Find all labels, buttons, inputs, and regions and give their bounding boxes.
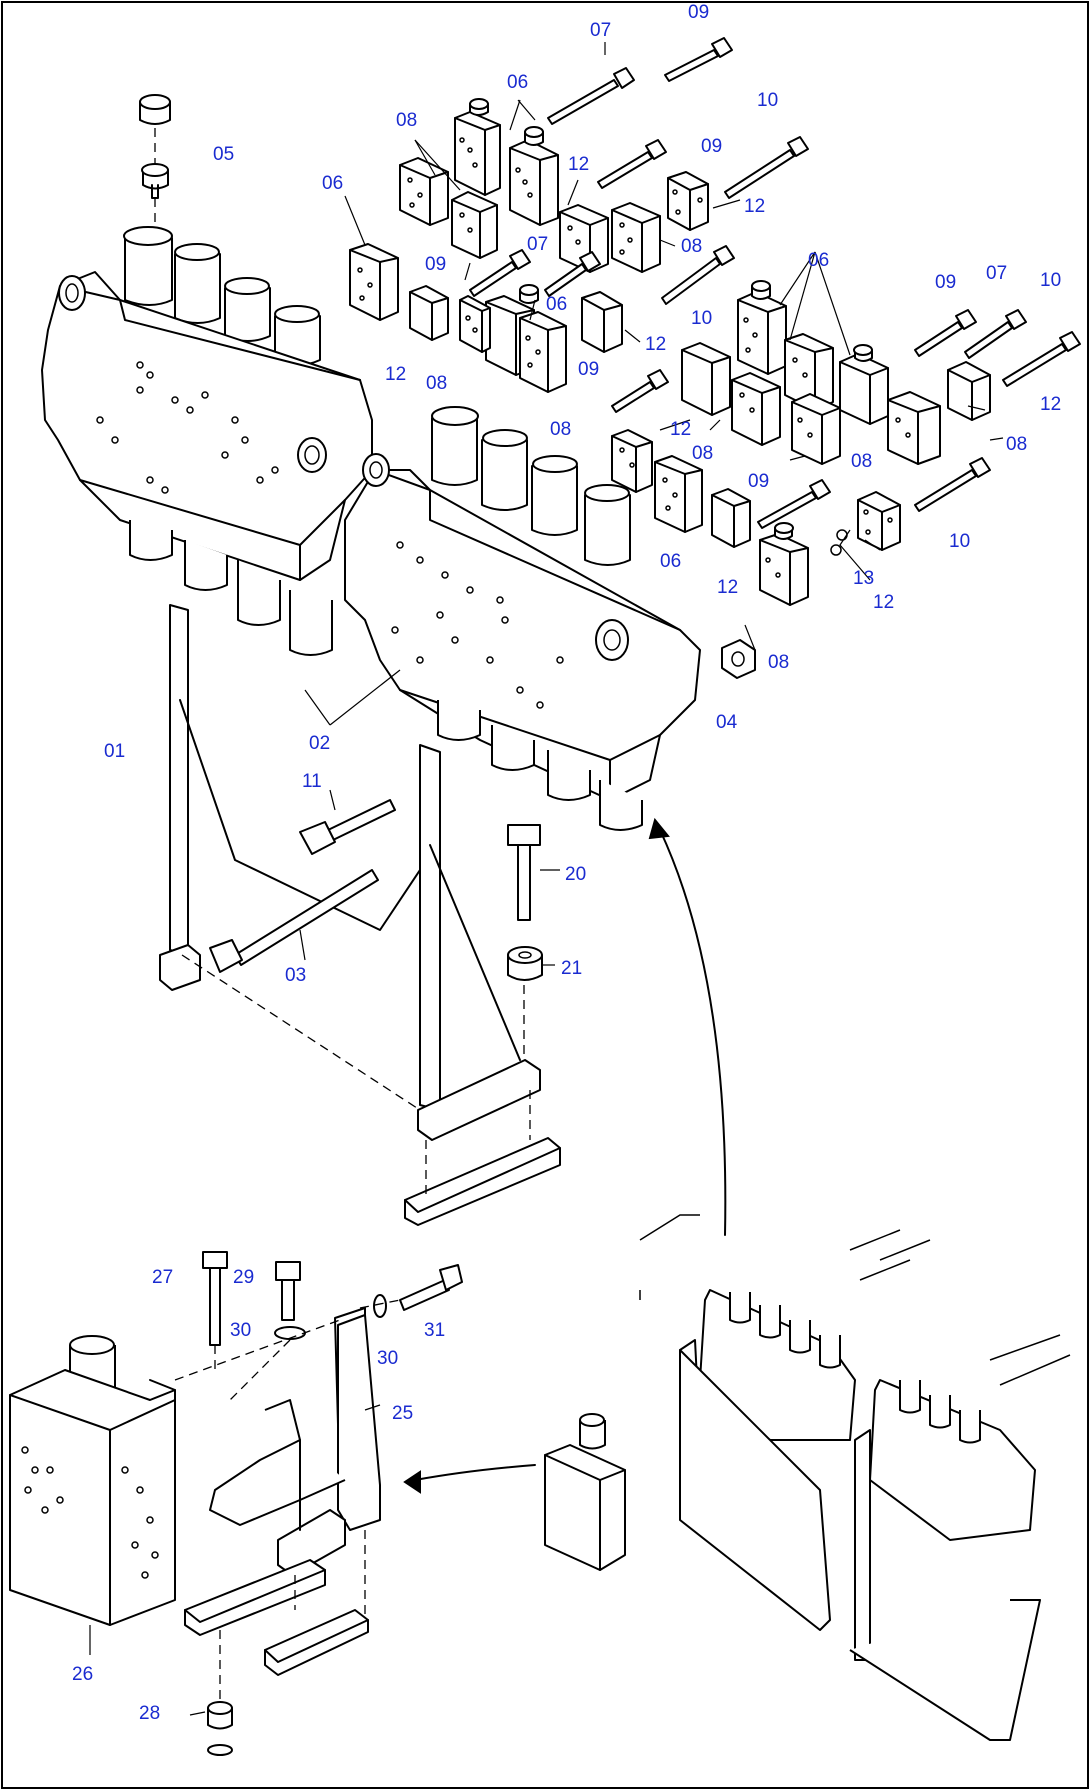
- callout-08: 08: [692, 443, 713, 464]
- lower-bracket-assembly: [174, 1251, 463, 1756]
- callout-01: 01: [104, 741, 125, 762]
- direction-arrows: [403, 817, 727, 1494]
- callout-08: 08: [396, 110, 417, 131]
- callout-07: 07: [590, 20, 611, 41]
- callout-27: 27: [152, 1267, 173, 1288]
- callout-08: 08: [851, 451, 872, 472]
- callout-31: 31: [424, 1320, 445, 1341]
- callout-12: 12: [568, 154, 589, 175]
- callout-30: 30: [377, 1348, 398, 1369]
- callout-06: 06: [660, 551, 681, 572]
- callout-30: 30: [230, 1320, 251, 1341]
- callout-12: 12: [1040, 394, 1061, 415]
- callout-12: 12: [744, 196, 765, 217]
- callout-06: 06: [322, 173, 343, 194]
- callout-13: 13: [853, 568, 874, 589]
- callout-21: 21: [561, 958, 582, 979]
- callout-labels: 07 09 06 10 05 08 12 09 06 12 08 09 07 0…: [72, 2, 1061, 1724]
- callout-05: 05: [213, 144, 234, 165]
- callout-12: 12: [385, 364, 406, 385]
- callout-02: 02: [309, 733, 330, 754]
- callout-09: 09: [701, 136, 722, 157]
- solenoid-valves: [349, 98, 991, 606]
- callout-12: 12: [645, 334, 666, 355]
- plug-assembly: [139, 94, 171, 228]
- callout-08: 08: [1006, 434, 1027, 455]
- callout-12: 12: [717, 577, 738, 598]
- callout-07: 07: [986, 263, 1007, 284]
- callout-10: 10: [691, 308, 712, 329]
- callout-25: 25: [392, 1403, 413, 1424]
- installation-inset: [544, 1214, 1071, 1741]
- callout-09: 09: [425, 254, 446, 275]
- callout-08: 08: [768, 652, 789, 673]
- bracket-assembly: [159, 604, 561, 1226]
- callout-10: 10: [1040, 270, 1061, 291]
- callout-09: 09: [748, 471, 769, 492]
- callout-26: 26: [72, 1664, 93, 1685]
- callout-08: 08: [426, 373, 447, 394]
- callout-06: 06: [507, 72, 528, 93]
- callout-12: 12: [670, 419, 691, 440]
- callout-09: 09: [935, 272, 956, 293]
- bolts: [469, 37, 1081, 529]
- callout-28: 28: [139, 1703, 160, 1724]
- callout-08: 08: [550, 419, 571, 440]
- callout-20: 20: [565, 864, 586, 885]
- callout-04: 04: [716, 712, 738, 733]
- callout-29: 29: [233, 1267, 254, 1288]
- callout-07: 07: [527, 234, 548, 255]
- leader-lines: [89, 42, 1004, 1716]
- valve-block-26: [9, 1335, 176, 1626]
- callout-09: 09: [688, 2, 709, 23]
- callout-08: 08: [681, 236, 702, 257]
- callout-09: 09: [578, 359, 599, 380]
- callout-11: 11: [302, 771, 322, 792]
- callout-10: 10: [949, 531, 970, 552]
- control-valve-block-left: [41, 226, 373, 656]
- callout-06: 06: [546, 294, 567, 315]
- control-valve-block-right: [344, 406, 756, 831]
- callout-10: 10: [757, 90, 778, 111]
- callout-12: 12: [873, 592, 894, 613]
- callout-06: 06: [808, 250, 829, 271]
- callout-03: 03: [285, 965, 306, 986]
